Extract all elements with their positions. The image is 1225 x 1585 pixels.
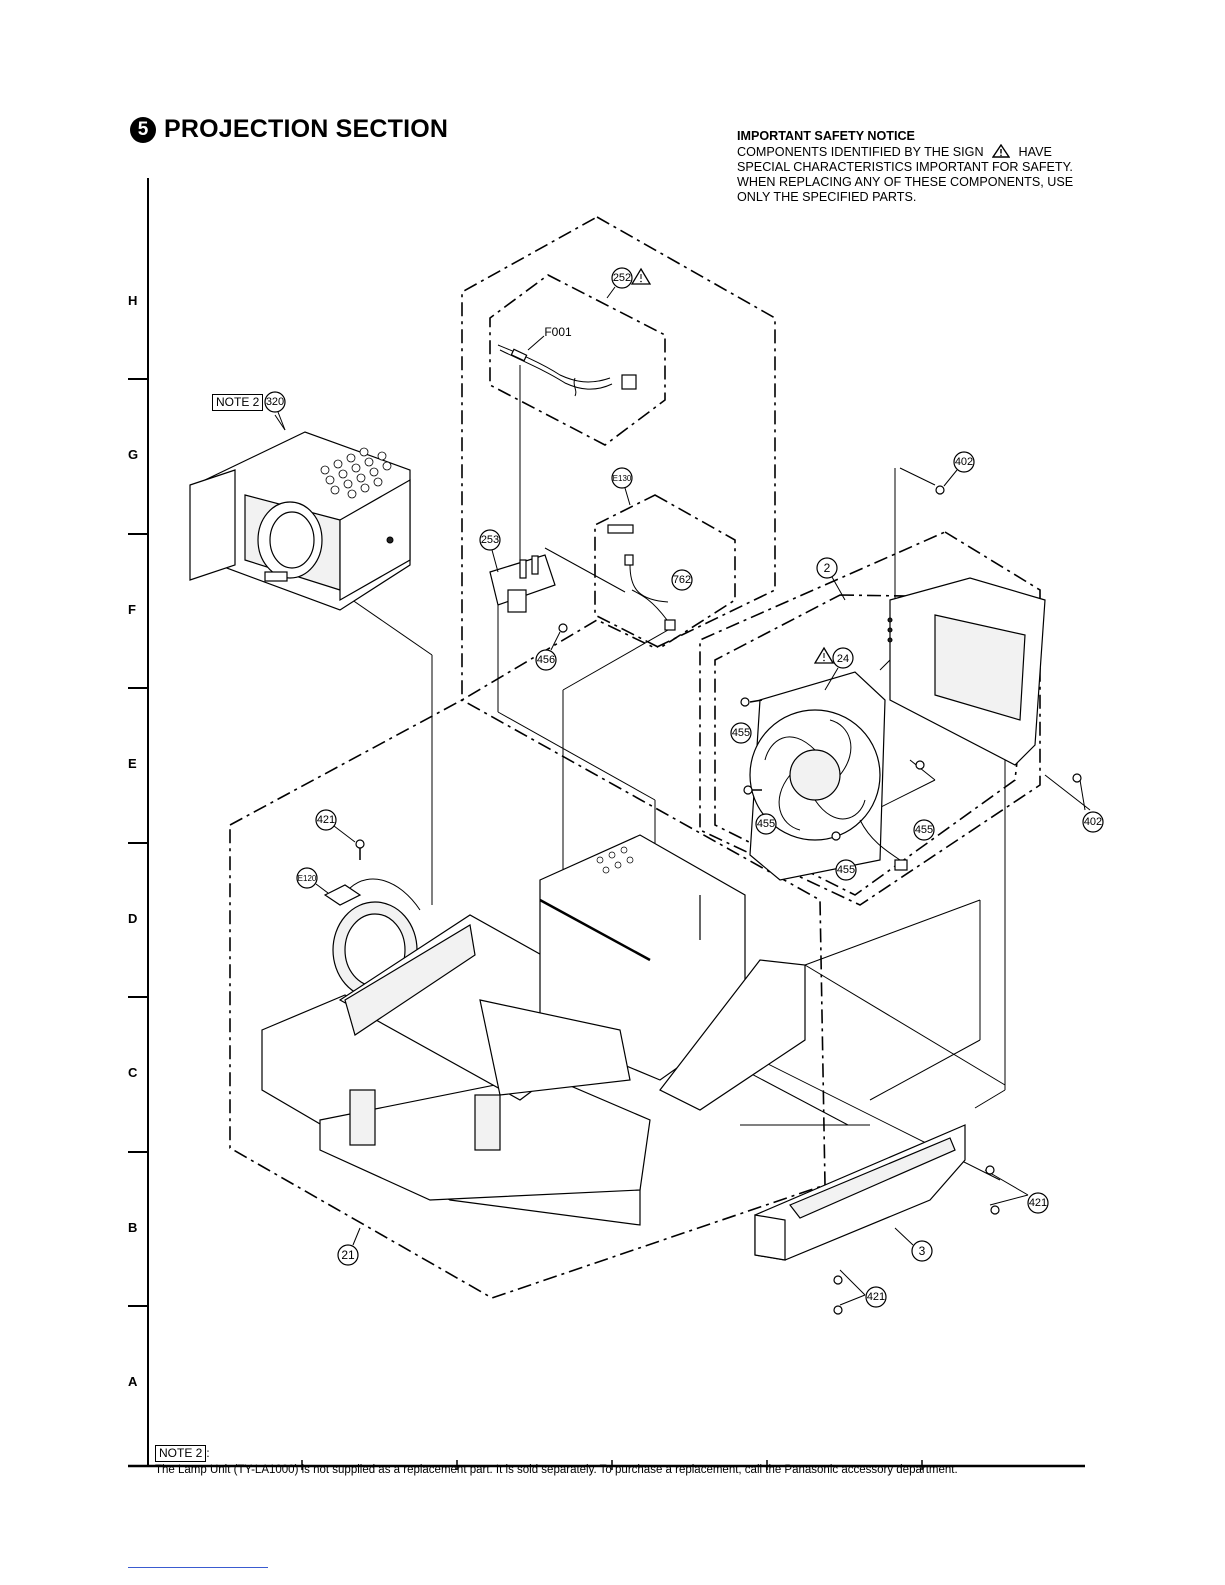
label-f001: F001 [544, 325, 572, 339]
grid-row-c: C [128, 1065, 138, 1080]
svg-text:252: 252 [613, 272, 631, 284]
grid-row-f: F [128, 602, 136, 617]
lamp-unit-320 [189, 414, 411, 611]
svg-text:E120: E120 [298, 874, 317, 883]
terminal-e120 [323, 878, 421, 911]
grid-row-d: D [128, 911, 138, 926]
callout-402-right: 402 [1082, 811, 1104, 833]
callout-320: 320 [264, 391, 286, 413]
callout-421-bottom: 421 [865, 1286, 887, 1308]
section-number-badge: 5 [130, 116, 156, 143]
callout-402-top: 402 [953, 451, 975, 473]
callout-24: 24 [832, 647, 854, 669]
svg-text:421: 421 [317, 814, 335, 826]
grid-row-g: G [128, 447, 139, 462]
callout-253: 253 [479, 529, 501, 551]
grid-row-a: A [128, 1374, 138, 1389]
callout-e130: E130 [611, 467, 633, 489]
svg-text:421: 421 [867, 1291, 885, 1303]
grid-row-e: E [128, 756, 137, 771]
callout-252: 252 [611, 267, 633, 289]
svg-text:455: 455 [732, 727, 750, 739]
safety-line-1b: HAVE [1018, 145, 1052, 159]
page-title: PROJECTION SECTION [164, 115, 449, 143]
warning-triangle-icon [630, 267, 652, 285]
svg-text:455: 455 [915, 824, 933, 836]
group-outline-e130 [594, 494, 736, 649]
harness-e130 [607, 524, 676, 631]
group-outline-2-fan-assembly [699, 531, 1041, 906]
fan-bracket-2 [879, 577, 1046, 766]
footnote: NOTE 2: The Lamp Unit (TY-LA1000) is not… [155, 1445, 958, 1476]
callout-455-b: 455 [755, 813, 777, 835]
grid-ruler [128, 178, 1085, 1470]
svg-text:3: 3 [919, 1244, 926, 1258]
note2-tag: NOTE 2 [212, 394, 264, 411]
callouts: 252 F001 320 E130 253 762 456 402 2 24 4… [264, 267, 1104, 1308]
group-outline-fuse-harness [489, 274, 666, 446]
svg-text:455: 455 [837, 864, 855, 876]
optical-chassis-21 [261, 834, 806, 1226]
svg-text:402: 402 [1084, 816, 1102, 828]
footnote-note2-label: NOTE 2 [155, 1445, 207, 1462]
svg-text:456: 456 [537, 654, 555, 666]
safety-line-4: ONLY THE SPECIFIED PARTS. [737, 190, 917, 204]
svg-text:320: 320 [266, 396, 284, 408]
bracket-253 [489, 549, 556, 613]
svg-text:F001: F001 [544, 325, 572, 339]
callout-3: 3 [911, 1240, 933, 1262]
safety-line-3: WHEN REPLACING ANY OF THESE COMPONENTS, … [737, 175, 1074, 189]
fan-24 [749, 671, 908, 881]
callout-456: 456 [535, 649, 557, 671]
callout-2: 2 [816, 557, 838, 579]
page-link-underline [128, 1567, 268, 1568]
safety-notice: IMPORTANT SAFETY NOTICE COMPONENTS IDENT… [737, 129, 1073, 205]
svg-text:455: 455 [757, 818, 775, 830]
callout-21: 21 [337, 1244, 359, 1266]
section-title: 5 PROJECTION SECTION [130, 115, 448, 144]
panel-3 [754, 1124, 966, 1261]
svg-text:E130: E130 [613, 474, 632, 483]
safety-line-1: COMPONENTS IDENTIFIED BY THE SIGN HAVE [737, 144, 1073, 160]
callout-455-d: 455 [835, 859, 857, 881]
grid-row-h: H [128, 293, 138, 308]
callout-762: 762 [671, 569, 693, 591]
safety-heading: IMPORTANT SAFETY NOTICE [737, 129, 915, 143]
callout-421-right: 421 [1027, 1192, 1049, 1214]
footnote-text: The Lamp Unit (TY-LA1000) is not supplie… [155, 1464, 958, 1476]
svg-text:402: 402 [955, 456, 973, 468]
screws [355, 485, 1082, 1315]
callout-455-c: 455 [913, 819, 935, 841]
warning-triangle-icon [992, 144, 1011, 158]
footnote-colon: : [206, 1448, 210, 1460]
safety-line-2: SPECIAL CHARACTERISTICS IMPORTANT FOR SA… [737, 160, 1073, 174]
group-outline-252-assembly [461, 216, 776, 702]
svg-text:421: 421 [1029, 1197, 1047, 1209]
svg-text:21: 21 [341, 1248, 355, 1262]
safety-line-1a: COMPONENTS IDENTIFIED BY THE SIGN [737, 145, 984, 159]
grid-row-b: B [128, 1220, 138, 1235]
warning-triangle-icon [813, 646, 835, 664]
svg-text:762: 762 [673, 574, 691, 586]
fuse-harness-f001 [497, 335, 637, 397]
svg-text:2: 2 [824, 561, 831, 575]
callout-e120: E120 [296, 867, 318, 889]
callout-421-top: 421 [315, 809, 337, 831]
svg-text:24: 24 [837, 653, 849, 665]
callout-455-a: 455 [730, 722, 752, 744]
svg-text:253: 253 [481, 534, 499, 546]
